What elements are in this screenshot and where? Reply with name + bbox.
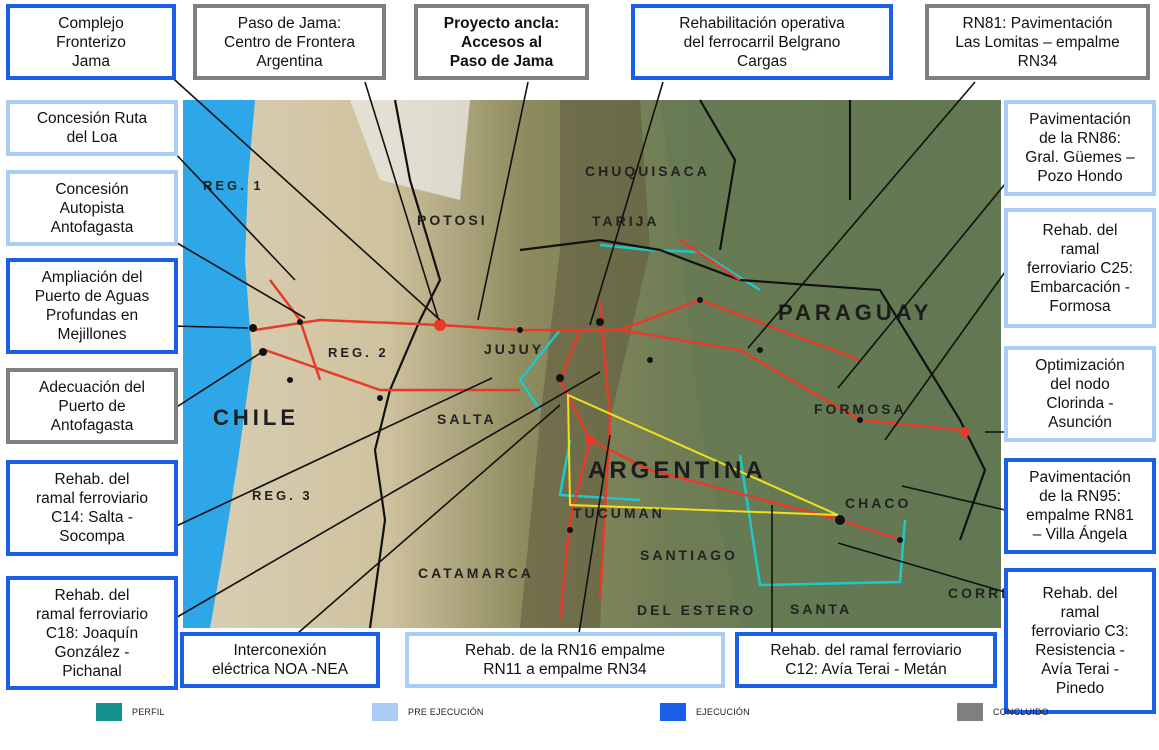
legend-ejecucion: EJECUCIÓN — [660, 702, 750, 722]
box-rn81: RN81: Pavimentación Las Lomitas – empalm… — [925, 4, 1150, 80]
label-argentina: ARGENTINA — [588, 457, 767, 484]
box-ramal-c18: Rehab. del ramal ferroviario C18: Joaquí… — [6, 576, 178, 690]
label-corri: CORRI — [948, 585, 1008, 601]
label-potosi: POTOSI — [417, 212, 488, 228]
box-puerto-mejillones: Ampliación del Puerto de Aguas Profundas… — [6, 258, 178, 354]
label-catamarca: CATAMARCA — [418, 565, 534, 581]
legend-perfil: PERFIL — [96, 702, 165, 722]
international-border — [368, 99, 987, 629]
label-chuquisaca: CHUQUISACA — [585, 163, 710, 179]
box-autopista-antofagasta: Concesión Autopista Antofagasta — [6, 170, 178, 246]
label-salta: SALTA — [437, 411, 497, 427]
box-interconexion-electrica: Interconexión eléctrica NOA -NEA — [180, 632, 380, 688]
label-santiago: SANTIAGO — [640, 547, 738, 563]
legend-label-ejecucion: EJECUCIÓN — [696, 707, 750, 717]
legend-concluido: CONCLUIDO — [957, 702, 1049, 722]
box-nodo-clorinda: Optimización del nodo Clorinda - Asunció… — [1004, 346, 1156, 442]
label-chile: CHILE — [213, 405, 299, 430]
label-jujuy: JUJUY — [484, 341, 544, 357]
label-santa: SANTA — [790, 601, 852, 617]
label-reg1: REG. 1 — [203, 178, 264, 193]
legend-label-concluido: CONCLUIDO — [993, 707, 1049, 717]
legend-swatch-ejecucion — [660, 703, 686, 721]
legend-label-pre-ejecucion: PRE EJECUCIÓN — [408, 707, 484, 717]
label-tarija: TARIJA — [592, 213, 660, 229]
pacific-ocean — [183, 100, 255, 628]
legend-swatch-concluido — [957, 703, 983, 721]
label-chaco: CHACO — [845, 495, 911, 511]
label-reg3: REG. 3 — [252, 488, 313, 503]
label-reg2: REG. 2 — [328, 345, 389, 360]
box-rn86: Pavimentación de la RN86: Gral. Güemes –… — [1004, 100, 1156, 196]
callout-leaders — [154, 61, 1006, 641]
box-ferrocarril-belgrano: Rehabilitación operativa del ferrocarril… — [631, 4, 893, 80]
legend-label-perfil: PERFIL — [132, 707, 165, 717]
label-paraguay: PARAGUAY — [778, 300, 932, 325]
box-rn95: Pavimentación de la RN95: empalme RN81 –… — [1004, 458, 1156, 554]
province-border — [518, 243, 907, 587]
legend-swatch-perfil — [96, 703, 122, 721]
label-tucuman: TUCUMAN — [573, 505, 665, 521]
label-formosa: FORMOSA — [814, 401, 907, 417]
box-ramal-c3: Rehab. del ramal ferroviario C3: Resiste… — [1004, 568, 1156, 714]
box-complejo-fronterizo-jama: Complejo Fronterizo Jama — [6, 4, 176, 80]
label-del-estero: DEL ESTERO — [637, 602, 756, 618]
box-ramal-c25: Rehab. del ramal ferroviario C25: Embarc… — [1004, 208, 1156, 328]
city-dots — [249, 297, 970, 543]
box-proyecto-ancla: Proyecto ancla: Accesos al Paso de Jama — [414, 4, 589, 80]
box-puerto-antofagasta: Adecuación del Puerto de Antofagasta — [6, 368, 178, 444]
salt-flat — [350, 100, 470, 200]
box-ramal-c12: Rehab. del ramal ferroviario C12: Avía T… — [735, 632, 997, 688]
box-paso-de-jama: Paso de Jama: Centro de Frontera Argenti… — [193, 4, 386, 80]
box-rn16: Rehab. de la RN16 empalme RN11 a empalme… — [405, 632, 725, 688]
box-ramal-c14: Rehab. del ramal ferroviario C14: Salta … — [6, 460, 178, 556]
legend-pre-ejecucion: PRE EJECUCIÓN — [372, 702, 484, 722]
box-ruta-del-loa: Concesión Ruta del Loa — [6, 100, 178, 156]
legend-swatch-pre-ejecucion — [372, 703, 398, 721]
highlight-triangle — [566, 393, 839, 516]
